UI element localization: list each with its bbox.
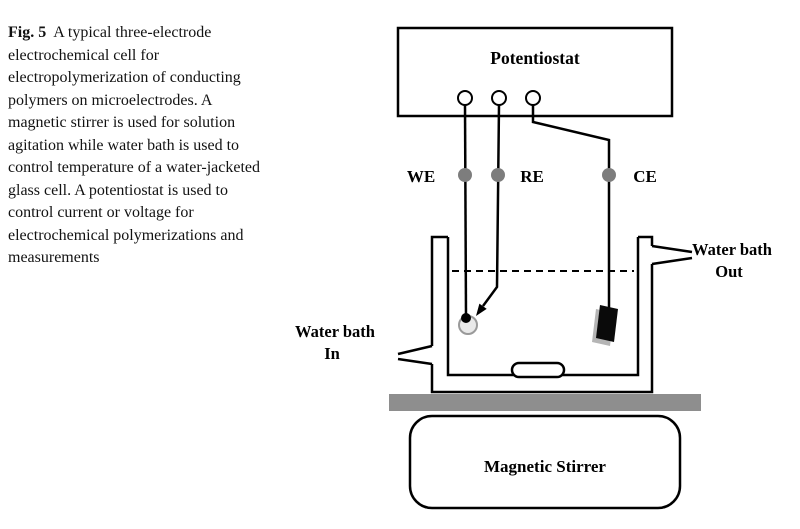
working-microelectrode-tip [461,313,471,323]
water-bath-out-label-line2: Out [715,262,743,281]
figure-caption-label: Fig. 5 [8,24,47,41]
potentiostat-terminal-re [491,90,507,106]
re-connector-dot [491,168,505,182]
water-outlet-spout [651,244,693,266]
potentiostat-terminal-ce [525,90,541,106]
water-bath-out-label-line1: Water bath [692,240,772,259]
water-bath-in-label-line1: Water bath [295,322,375,341]
counter-electrode-plate [596,305,618,342]
cell-outer-wall [430,235,654,394]
magnetic-stirrer-label: Magnetic Stirrer [484,457,606,476]
water-inlet-spout [397,344,433,366]
reference-electrode-arrow [476,303,487,316]
stir-bar [510,361,566,379]
figure-caption-text: A typical three-electrode electrochemica… [8,24,260,266]
we-wire [463,104,468,318]
we-connector-dot [458,168,472,182]
we-label: WE [407,167,435,186]
potentiostat-terminal-we [457,90,473,106]
ce-label: CE [633,167,657,186]
re-label: RE [520,167,544,186]
magnetic-stirrer-body [408,414,682,510]
potentiostat-label: Potentiostat [490,48,580,68]
water-bath-in-label-line2: In [324,344,340,363]
re-wire [481,104,501,307]
ce-wire [531,105,611,308]
stirrer-plate [389,394,701,411]
ce-connector-dot [602,168,616,182]
